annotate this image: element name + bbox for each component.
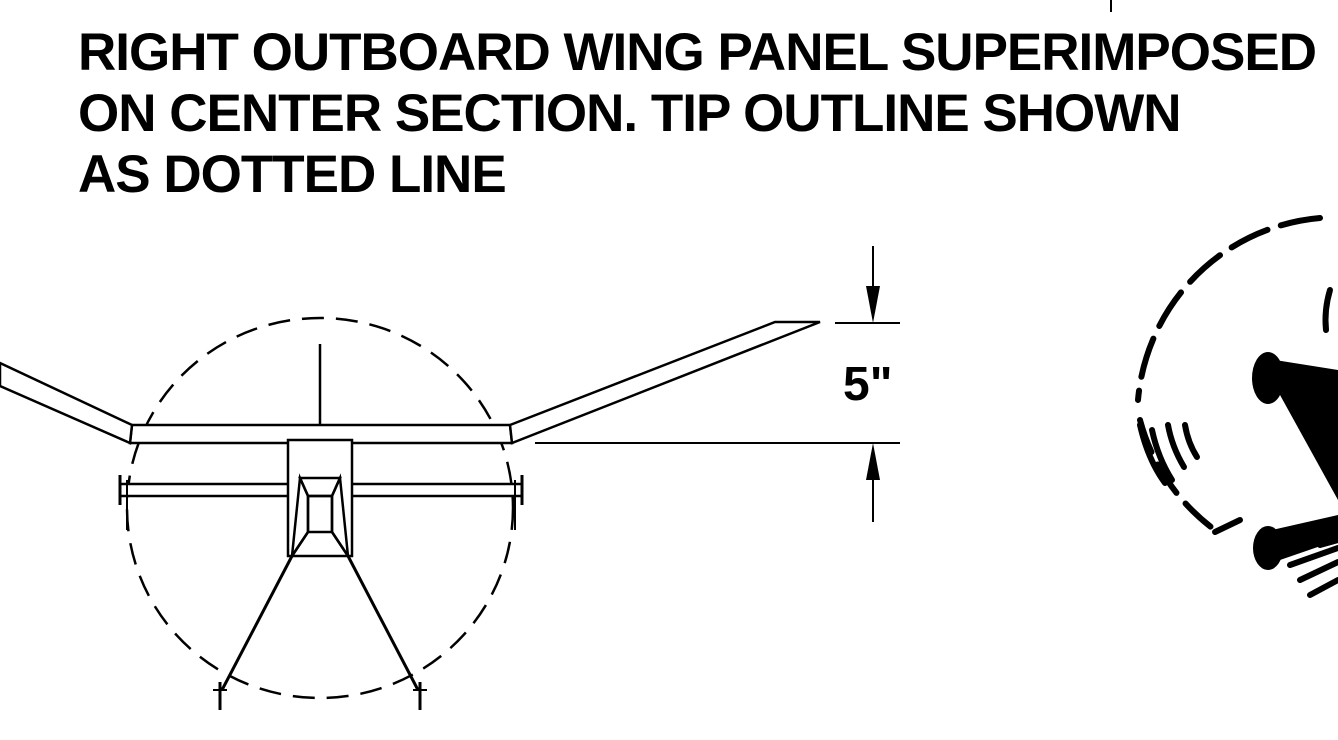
right-gear-strut xyxy=(346,555,420,691)
partial-spin-figure xyxy=(1252,352,1338,570)
dimension-label: 5" xyxy=(843,358,893,411)
partial-spin-illustration xyxy=(1135,215,1338,598)
caption-line-1: RIGHT OUTBOARD WING PANEL SUPERIMPOSED xyxy=(78,23,1317,82)
fuselage-inner-panel xyxy=(306,494,334,534)
fuselage-edge-l xyxy=(290,531,310,557)
drawing-caption: RIGHT OUTBOARD WING PANEL SUPERIMPOSED O… xyxy=(78,22,1317,205)
right-outboard-wing-panel xyxy=(508,320,821,445)
caption-line-2: ON CENTER SECTION. TIP OUTLINE SHOWN xyxy=(78,84,1182,143)
tip-outline-dashed-circle xyxy=(125,316,515,700)
dimension-arrowhead-top xyxy=(866,286,880,323)
caption-line-3: AS DOTTED LINE xyxy=(78,145,507,204)
dimension-arrowhead-bottom xyxy=(866,443,880,480)
left-outboard-wing xyxy=(0,361,134,445)
left-gear-strut xyxy=(220,555,294,691)
fuselage-edge-r xyxy=(330,531,350,557)
